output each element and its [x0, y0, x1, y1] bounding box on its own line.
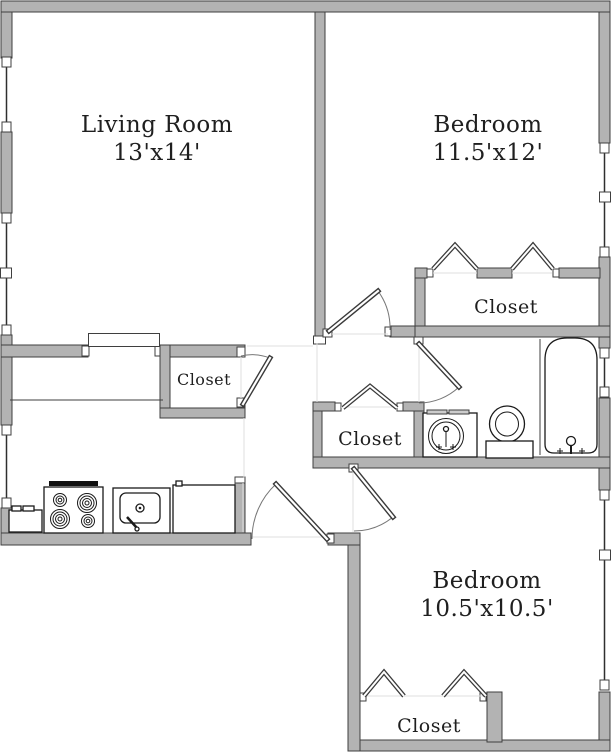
opening-thresholds — [240, 272, 552, 697]
kitchen-counter-icon — [172, 480, 236, 534]
bifold-door-icon — [441, 668, 488, 698]
window-icon — [1, 56, 12, 133]
window-icon — [599, 347, 610, 398]
bathroom-fixtures — [422, 337, 598, 459]
bedroom-1-label: Bedroom 11.5'x12' — [433, 111, 544, 167]
room-name: Living Room — [80, 112, 234, 138]
bedroom-1-closet-label: Closet — [474, 296, 538, 318]
bedroom-2-door-icon — [350, 465, 397, 532]
stove-icon — [43, 481, 104, 534]
living-room-label: Living Room 13'x14' — [81, 111, 233, 167]
hall-closet-label: Closet — [338, 428, 402, 450]
room-name: Bedroom — [433, 112, 543, 138]
swing-doors — [239, 287, 463, 543]
room-dimensions: 10.5'x10.5' — [420, 596, 554, 622]
interior-walls — [0, 11, 611, 743]
kitchen-sink-icon — [112, 487, 171, 534]
bedroom-1-door-icon — [325, 287, 391, 335]
bifold-door-icon — [510, 241, 555, 271]
windows — [0, 56, 611, 691]
window-icon — [0, 212, 12, 336]
kitchen-counter-icon — [8, 505, 43, 533]
kitchen-fixtures — [8, 480, 236, 534]
window-icon — [1, 424, 12, 509]
bifold-doors — [341, 241, 555, 698]
window-icon — [599, 142, 611, 258]
room-dimensions: 13'x14' — [113, 140, 201, 166]
bedroom-2-closet-label: Closet — [397, 715, 461, 737]
bifold-door-icon — [431, 241, 479, 271]
bathtub-icon — [544, 337, 598, 454]
room-dimensions: 11.5'x12' — [432, 140, 544, 166]
room-name: Bedroom — [432, 568, 542, 594]
bifold-door-icon — [341, 383, 399, 410]
bedroom-2-label: Bedroom 10.5'x10.5' — [420, 567, 554, 623]
living-room-closet-label: Closet — [176, 370, 232, 389]
living-room-closet-door-icon — [239, 354, 274, 408]
window-icon — [599, 489, 611, 691]
bathroom-door-icon — [415, 340, 463, 404]
bifold-door-icon — [362, 668, 406, 698]
entry-door-icon — [251, 480, 331, 543]
toilet-icon — [485, 405, 534, 459]
bathroom-sink-icon — [422, 409, 478, 458]
